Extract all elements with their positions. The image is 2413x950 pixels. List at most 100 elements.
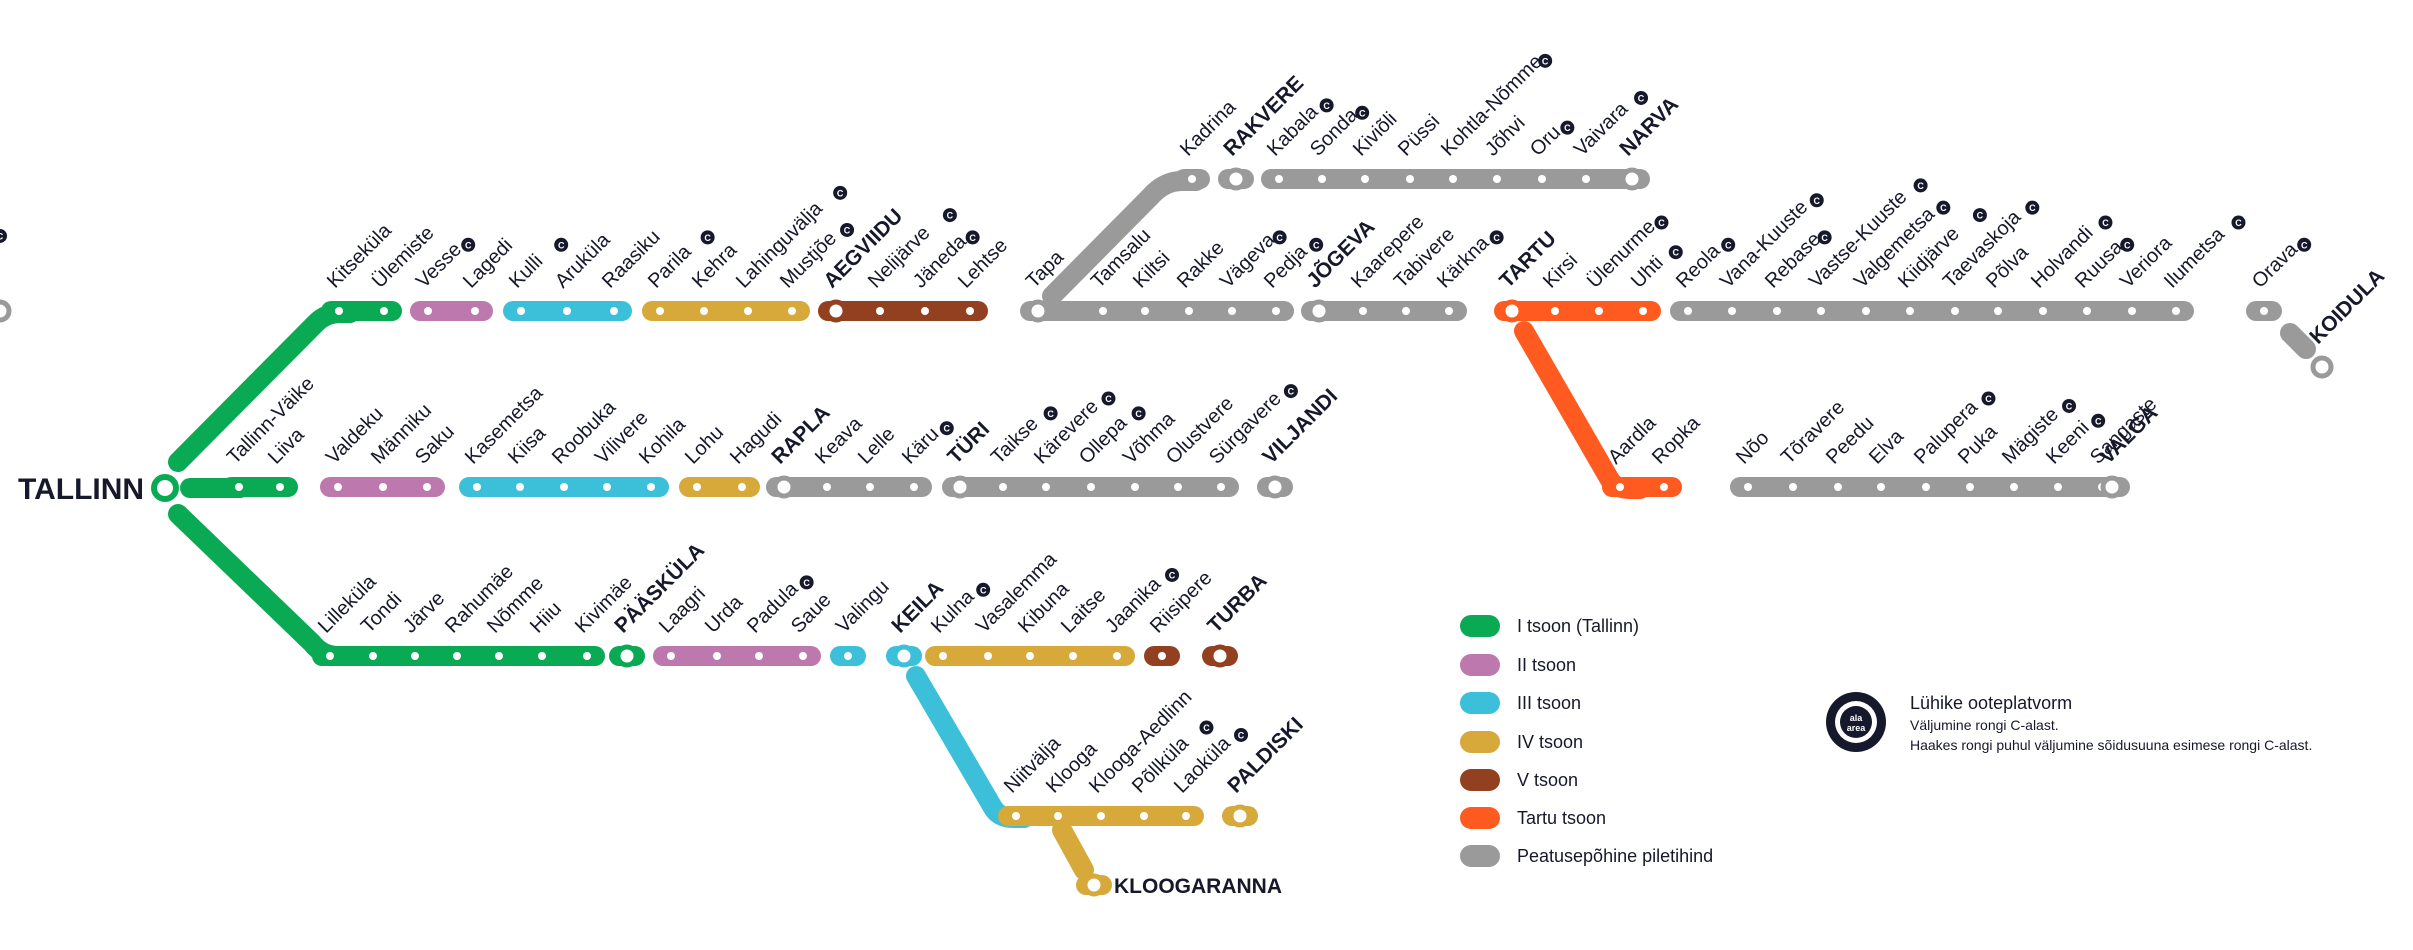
station-dot [563,307,571,315]
badge-letter: C [1821,233,1828,243]
short-platform-badge-icon: C [554,237,569,252]
legend-item-stop-based-fare: Peatusepõhine piletihind [1460,845,1713,867]
station-kloogaranna[interactable]: KLOOGARANNA [1082,873,1282,898]
short-platform-badge-icon: C [2231,215,2246,230]
badge-letter: C [1564,123,1571,133]
station-dot [1012,812,1020,820]
station-dot [744,307,752,315]
hub-label: TALLINN [18,473,144,506]
hub-tallinn[interactable]: TALLINN [18,473,179,506]
badge-letter: C [969,233,976,243]
badge-letter: C [1917,181,1924,191]
badge-letter: C [558,240,565,250]
station-dot [1994,307,2002,315]
short-platform-badge-icon: C [1234,727,1249,742]
major-station-marker [1263,475,1287,499]
station-dot [755,652,763,660]
short-platform-badge-icon: C [833,185,848,200]
station-dot [1445,307,1453,315]
station-dot [1228,307,1236,315]
segment-east-piusa [2280,323,2316,359]
station-dot [473,483,481,491]
major-station-marker [1620,167,1644,191]
short-platform-badge-icon: C [1560,120,1575,135]
station-paldiski[interactable]: PALDISKI [1223,713,1308,828]
short-platform-badge-icon: C [0,228,7,243]
badge-letter: C [1725,240,1732,250]
short-platform-badge-icon: C [461,237,476,252]
badge-letter: C [1658,218,1665,228]
station-dot [335,307,343,315]
major-station-marker [824,299,848,323]
badge-letter: C [980,585,987,595]
badge-letter: C [1985,394,1992,404]
station-dot [844,652,852,660]
station-dot [1966,483,1974,491]
badge-letter: C [1323,101,1330,111]
badge-letter: C [2102,218,2109,228]
major-station-marker [1307,299,1331,323]
station-dot [2083,307,2091,315]
station-label: Valingu [832,576,894,638]
short-platform-badge-icon: C [1272,230,1287,245]
major-station-marker [2100,475,2124,499]
station-label: Nõo [1732,427,1774,469]
short-platform-badge-icon: C [1101,391,1116,406]
station-dot [823,483,831,491]
short-platform-badge-icon: C [1634,90,1649,105]
station-dot [1789,483,1797,491]
station-koidula[interactable]: KOIDULA [2305,265,2389,379]
station-dot [1639,307,1647,315]
station-label: PIUSA [0,0,64,5]
connector-paldiski [906,666,1034,828]
station-dot [1054,812,1062,820]
short-platform-badge-icon: C [1283,384,1298,399]
station-dot [453,652,461,660]
short-platform-badge-icon: C [1981,391,1996,406]
note-title: Lühike ooteplatvorm [1910,693,2072,713]
station-dot [1773,307,1781,315]
legend-label: III tsoon [1517,693,1581,713]
station-dot [656,307,664,315]
short-platform-badge-icon: C [942,208,957,223]
station-label: Riisipere [1146,567,1217,638]
legend-swatch [1460,807,1500,829]
badge-letter: C [1105,394,1112,404]
icon-text: ala [1850,713,1864,723]
legend-label: IV tsoon [1517,732,1583,752]
station-piusa[interactable]: PIUSA C [0,0,64,323]
badge-letter: C [1940,203,1947,213]
station-dot [1744,483,1752,491]
zone-legend: I tsoon (Tallinn) II tsoon III tsoon IV … [1460,615,1713,867]
station-dot [235,483,243,491]
badge-letter: C [465,240,472,250]
note-line-2: Haakes rongi puhul väljumine sõidusuuna … [1910,737,2312,753]
station-dot [1069,652,1077,660]
station-label: Kehra [688,239,742,293]
badge-letter: C [1238,730,1245,740]
station-dot [1097,812,1105,820]
station-dot [693,483,701,491]
short-platform-badge-icon: C [840,222,855,237]
short-platform-icon: ala area [1826,692,1886,752]
station-label: Järve [399,587,449,637]
station-dot [1182,812,1190,820]
short-platform-badge-icon: C [1538,53,1553,68]
short-platform-badge-icon: C [1668,245,1683,260]
badge-letter: C [2029,203,2036,213]
station-dot [334,483,342,491]
station-dot [713,652,721,660]
station-dot [1817,307,1825,315]
station-dot [516,483,524,491]
short-platform-badge-icon: C [700,230,715,245]
badge-letter: C [1203,723,1210,733]
badge-letter: C [837,188,844,198]
badge-letter: C [2124,240,2131,250]
station-dot [1140,812,1148,820]
legend-swatch [1460,654,1500,676]
station-label: Kulli [505,250,547,292]
station-dot [1728,307,1736,315]
